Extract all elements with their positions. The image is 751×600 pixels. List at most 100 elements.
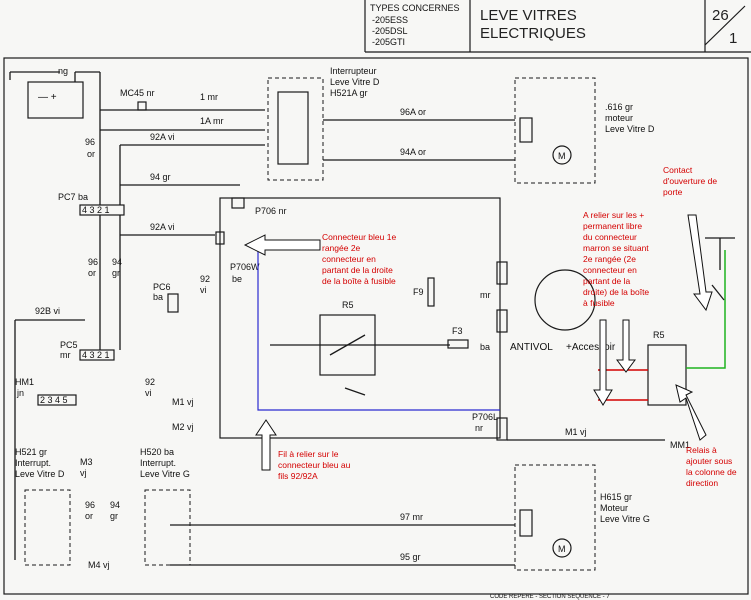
svg-text:Interrupt.: Interrupt. xyxy=(140,458,176,468)
connector-pc7 xyxy=(79,204,125,216)
svg-text:M1 vj: M1 vj xyxy=(172,397,194,407)
label-int-d: Interrupteur xyxy=(330,66,377,76)
footer: CODE REPERE - SECTION SEQUENCE - 7 xyxy=(490,594,610,600)
svg-text:Leve Vitre G: Leve Vitre G xyxy=(140,469,190,479)
type-1: -205ESS xyxy=(372,15,408,25)
svg-text:partant de la: partant de la xyxy=(583,276,631,286)
title-line-1: LEVE VITRES xyxy=(480,7,577,24)
svg-text:rangée 2e: rangée 2e xyxy=(322,243,361,253)
svg-text:Relais à: Relais à xyxy=(686,445,717,455)
svg-text:F3: F3 xyxy=(452,326,463,336)
svg-text:Leve Vitre D: Leve Vitre D xyxy=(330,77,380,87)
svg-text:Leve Vitre D: Leve Vitre D xyxy=(605,124,655,134)
title-block: TYPES CONCERNES -205ESS -205DSL -205GTI … xyxy=(364,0,751,53)
type-3: -205GTI xyxy=(372,37,405,47)
svg-text:94: 94 xyxy=(110,500,120,510)
added-relay-r5 xyxy=(647,344,687,406)
svg-text:92: 92 xyxy=(145,377,155,387)
svg-text:moteur: moteur xyxy=(605,113,633,123)
svg-text:gr: gr xyxy=(110,511,118,521)
motor-g xyxy=(514,464,596,571)
switch-d-top xyxy=(267,77,324,181)
connector-92a xyxy=(215,231,225,245)
svg-text:vi: vi xyxy=(145,388,152,398)
svg-text:ajouter sous: ajouter sous xyxy=(686,456,732,466)
svg-text:nr: nr xyxy=(475,423,483,433)
connector-pc5 xyxy=(79,349,115,361)
svg-text:partant de la droite: partant de la droite xyxy=(322,265,393,275)
label-pc7: PC7 ba xyxy=(58,192,88,202)
svg-text:R5: R5 xyxy=(342,300,354,310)
label-96aor: 96A or xyxy=(400,107,426,117)
added-wire-green xyxy=(686,250,726,369)
label-94gr: 94 gr xyxy=(150,172,171,182)
svg-text:gr: gr xyxy=(112,268,120,278)
svg-text:H521 gr: H521 gr xyxy=(15,447,47,457)
svg-text:94: 94 xyxy=(112,257,122,267)
label-92avi: 92A vi xyxy=(150,132,175,142)
label-motor-d: .616 gr xyxy=(605,102,633,112)
svg-text:R5: R5 xyxy=(653,330,665,340)
svg-text:2e rangée (2e: 2e rangée (2e xyxy=(583,254,636,264)
svg-text:la colonne de: la colonne de xyxy=(686,467,737,477)
svg-text:mr: mr xyxy=(60,350,71,360)
type-2: -205DSL xyxy=(372,26,408,36)
svg-text:permanent libre: permanent libre xyxy=(583,221,642,231)
label-motor-g: H615 gr xyxy=(600,492,632,502)
label-p706nr: P706 nr xyxy=(255,206,287,216)
svg-text:or: or xyxy=(87,149,95,159)
label-m4vj: M4 vj xyxy=(88,560,110,570)
label-ng: ng xyxy=(58,66,68,76)
svg-text:92: 92 xyxy=(200,274,210,284)
svg-text:de la boîte à fusible: de la boîte à fusible xyxy=(322,276,396,286)
label-1mr: 1 mr xyxy=(200,92,218,102)
svg-text:jn: jn xyxy=(16,388,24,398)
svg-text:F9: F9 xyxy=(413,287,424,297)
label-p706w: P706W xyxy=(230,262,260,272)
svg-text:HM1: HM1 xyxy=(15,377,34,387)
svg-text:4 3 2 1: 4 3 2 1 xyxy=(82,350,110,360)
fuse-f9 xyxy=(427,277,435,307)
annotation-fil-relier: Fil à relier sur le connecteur bleu au f… xyxy=(278,449,351,481)
svg-text:H520 ba: H520 ba xyxy=(140,447,174,457)
label-92bvi: 92B vi xyxy=(35,306,60,316)
svg-text:direction: direction xyxy=(686,478,718,488)
svg-text:PC6: PC6 xyxy=(153,282,171,292)
svg-text:ba: ba xyxy=(153,292,163,302)
label-96or-top: 96 xyxy=(85,137,95,147)
svg-text:A relier sur les +: A relier sur les + xyxy=(583,210,644,220)
page-number: 26 xyxy=(712,7,729,24)
fuse-f3 xyxy=(447,339,469,349)
svg-text:M: M xyxy=(558,544,566,554)
svg-text:or: or xyxy=(85,511,93,521)
svg-text:fils 92/92A: fils 92/92A xyxy=(278,471,318,481)
svg-text:M2 vj: M2 vj xyxy=(172,422,194,432)
svg-text:PC5: PC5 xyxy=(60,340,78,350)
svg-text:vi: vi xyxy=(200,285,207,295)
svg-text:be: be xyxy=(232,274,242,284)
types-title: TYPES CONCERNES xyxy=(370,3,460,13)
label-m1vj: M1 vj xyxy=(565,427,587,437)
svg-text:or: or xyxy=(88,268,96,278)
label-1amr: 1A mr xyxy=(200,116,224,126)
svg-text:connecteur bleu au: connecteur bleu au xyxy=(278,460,351,470)
diagram-border xyxy=(3,57,749,595)
fuse-box xyxy=(219,197,501,439)
svg-text:Interrupt.: Interrupt. xyxy=(15,458,51,468)
connector-mc45 xyxy=(137,101,147,111)
label-92avi-2: 92A vi xyxy=(150,222,175,232)
svg-text:Moteur: Moteur xyxy=(600,503,628,513)
annotation-a-relier: A relier sur les + permanent libre du co… xyxy=(583,210,649,308)
label-95gr: 95 gr xyxy=(400,552,421,562)
switch-d-bottom xyxy=(24,489,71,566)
annotation-arrows xyxy=(243,214,713,471)
label-antivol: ANTIVOL xyxy=(510,342,553,353)
svg-text:à fusible: à fusible xyxy=(583,298,615,308)
svg-text:droite) de la boîte: droite) de la boîte xyxy=(583,287,649,297)
svg-text:96: 96 xyxy=(85,500,95,510)
svg-text:Fil à relier sur le: Fil à relier sur le xyxy=(278,449,339,459)
svg-text:connecteur en: connecteur en xyxy=(583,265,637,275)
svg-text:vj: vj xyxy=(80,468,87,478)
label-accessoire: +Accessoir xyxy=(566,342,616,353)
annotation-connecteur-bleu: Connecteur bleu 1e rangée 2e connecteur … xyxy=(322,232,396,286)
